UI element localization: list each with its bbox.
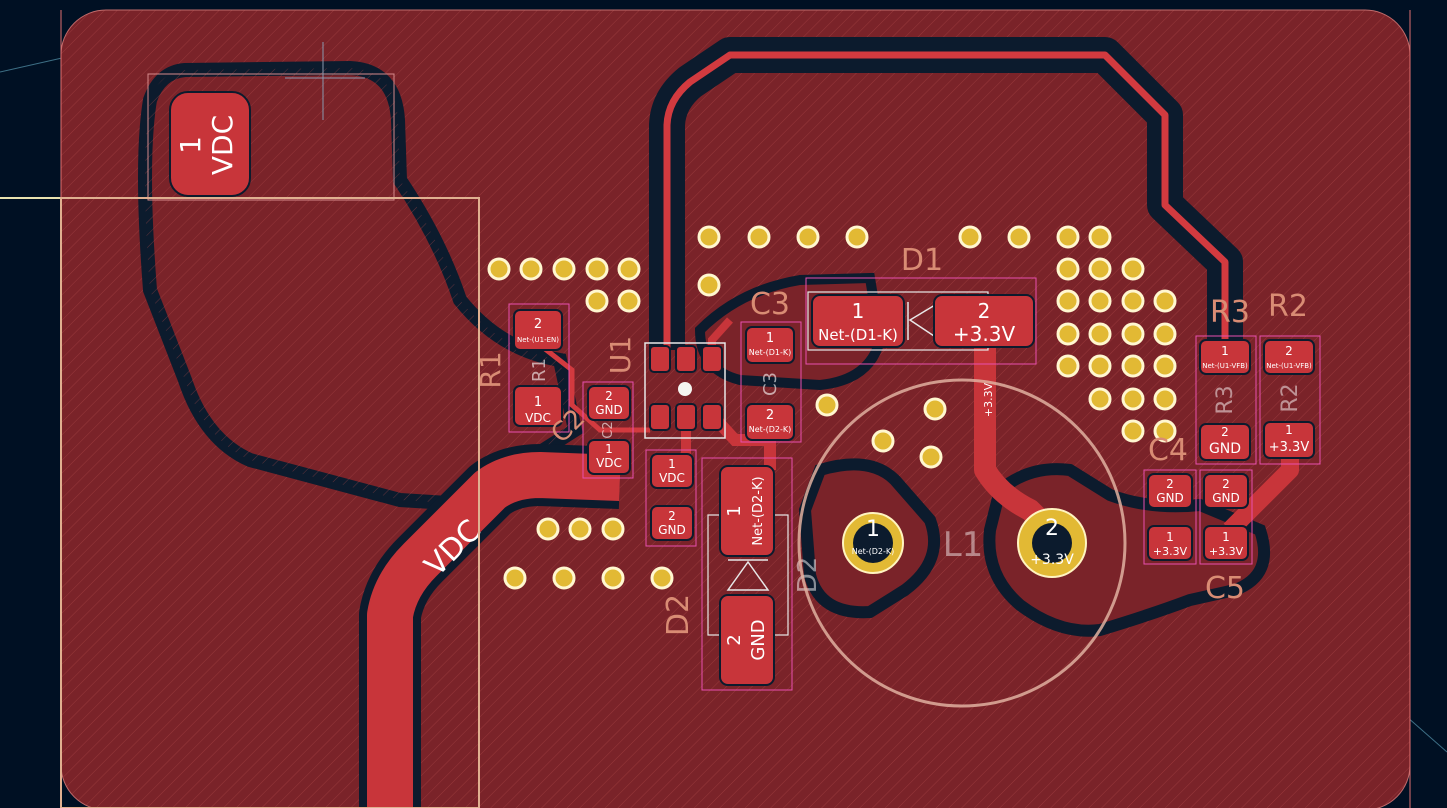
component-d2[interactable]: 1 Net-(D2-K) 2 GND D2 D2 — [661, 457, 823, 691]
d2-pad2-net: GND — [748, 619, 769, 660]
zone-vdc-hatch — [145, 68, 575, 505]
d1-pad2-net: +3.3V — [953, 322, 1016, 346]
c3-pad1-net: Net-(D1-K) — [749, 348, 792, 357]
c5-pad1-number: 1 — [1222, 530, 1230, 544]
pad-number: 1 — [174, 136, 207, 154]
c2-pad1-number: 1 — [605, 442, 613, 456]
r1-ref: R1 — [474, 351, 507, 388]
trace-label-33v: +3.3V — [982, 382, 995, 417]
c2-courtyard — [582, 381, 634, 479]
c5-courtyard — [1199, 469, 1253, 565]
c1-pad2-net: GND — [658, 523, 686, 537]
c3-pad2-net: Net-(D2-K) — [749, 425, 792, 434]
r1-courtyard — [508, 303, 570, 433]
r2-courtyard — [1259, 335, 1321, 465]
r3-courtyard — [1195, 335, 1257, 465]
c1-pad1-number: 1 — [668, 457, 676, 471]
component-c4[interactable]: 2 GND 1 +3.3V C4 — [1143, 433, 1197, 565]
d2-pad1-net: Net-(D2-K) — [751, 476, 766, 545]
component-l1[interactable]: 1 Net-(D2-K) 2 +3.3V L1 — [797, 378, 1127, 708]
r3-pad1-number: 1 — [1221, 344, 1229, 358]
d1-courtyard — [805, 277, 1037, 365]
r1-pad1-number: 1 — [534, 395, 542, 410]
d1-ref: D1 — [901, 243, 943, 278]
r3-pad2-number: 2 — [1221, 425, 1229, 439]
u1-ref: U1 — [604, 336, 637, 374]
r2-silk-label: R2 — [1278, 383, 1303, 412]
r3-pad2-net: GND — [1209, 441, 1241, 457]
c3-pad1-number: 1 — [766, 331, 774, 346]
c2-silk-label: C2 — [601, 421, 616, 438]
r3-pad1-net: Net-(U1-VFB) — [1202, 362, 1248, 370]
c4-pad2-net: GND — [1156, 491, 1184, 505]
component-u1[interactable]: U1 — [604, 336, 726, 439]
component-c1[interactable]: 1 VDC 2 GND — [645, 449, 697, 547]
l1-pad2-number: 2 — [1045, 516, 1059, 541]
u1-pin1-marker — [678, 382, 692, 396]
d1-pad1-number: 1 — [852, 299, 865, 323]
component-r1[interactable]: 2 Net-(U1-EN) 1 VDC R1 R1 — [474, 303, 570, 433]
l1-pad2-net: +3.3V — [1030, 552, 1074, 568]
c4-pad2-number: 2 — [1166, 477, 1174, 491]
r1-pad1-net: VDC — [525, 411, 551, 425]
trace-u1-en[interactable] — [538, 343, 650, 433]
d2-courtyard — [701, 457, 793, 691]
via-group — [487, 225, 1177, 590]
c5-ref: C5 — [1205, 571, 1245, 606]
l1-ref: L1 — [943, 525, 984, 565]
c4-courtyard — [1143, 469, 1197, 565]
r2-pad2-net: Net-(U1-VFB) — [1266, 362, 1312, 370]
l1-pad1-number: 1 — [866, 517, 880, 542]
c3-ref: C3 — [750, 287, 790, 322]
r2-pad2-number: 2 — [1285, 344, 1293, 358]
c4-pad1-net: +3.3V — [1153, 545, 1188, 558]
c5-pad2-net: GND — [1212, 491, 1240, 505]
r2-ref: R2 — [1268, 289, 1308, 324]
component-r3[interactable]: 1 Net-(U1-VFB) 2 GND R3 R3 — [1195, 295, 1257, 465]
l1-pad1-net: Net-(D2-K) — [852, 547, 895, 556]
trace-33v[interactable] — [974, 340, 1058, 538]
l1-outline — [797, 378, 1127, 708]
c4-pad1-number: 1 — [1166, 530, 1174, 544]
component-c5[interactable]: 2 GND 1 +3.3V C5 — [1199, 469, 1253, 606]
component-d1[interactable]: 1 Net-(D1-K) 2 +3.3V D1 — [805, 243, 1037, 365]
c5-pad2-number: 2 — [1222, 477, 1230, 491]
trace-feedback[interactable] — [663, 51, 1229, 355]
r3-silk-label: R3 — [1213, 385, 1238, 414]
r2-pad1-net: +3.3V — [1269, 440, 1310, 455]
c1-pad1-net: VDC — [659, 471, 685, 485]
c4-ref: C4 — [1148, 433, 1188, 468]
silk-outline-regulator — [60, 197, 480, 808]
r1-silk-label: R1 — [529, 358, 550, 382]
component-c3[interactable]: 1 Net-(D1-K) 2 Net-(D2-K) C3 C3 — [740, 287, 802, 443]
c2-pad1-net: VDC — [596, 456, 622, 470]
d2-pad2-number: 2 — [724, 634, 745, 645]
r3-ref: R3 — [1210, 295, 1250, 330]
d2-ref: D2 — [661, 594, 696, 636]
c3-courtyard — [740, 321, 802, 443]
c5-pad1-net: +3.3V — [1209, 545, 1244, 558]
c3-silk-label: C3 — [760, 372, 781, 396]
d2-silk-label: D2 — [793, 557, 823, 594]
c2-pad2-net: GND — [595, 403, 623, 417]
c3-pad2-number: 2 — [766, 408, 774, 423]
ratsnest-line — [0, 57, 63, 73]
d1-pad1-net: Net-(D1-K) — [818, 326, 898, 344]
c2-pad2-number: 2 — [605, 389, 613, 403]
courtyard-large-pad — [147, 73, 395, 201]
r1-pad2-number: 2 — [534, 317, 542, 332]
c1-courtyard — [645, 449, 697, 547]
d2-diode-symbol — [726, 559, 770, 591]
trace-vdc[interactable] — [367, 452, 621, 808]
r2-pad1-number: 1 — [1285, 423, 1293, 437]
r1-pad2-net: Net-(U1-EN) — [517, 336, 559, 344]
component-r2[interactable]: 2 Net-(U1-VFB) 1 +3.3V R2 R2 — [1259, 289, 1321, 465]
d2-pad1-number: 1 — [724, 505, 745, 516]
pad-net: VDC — [206, 115, 239, 175]
d1-pad2-number: 2 — [978, 299, 991, 323]
c1-pad2-number: 2 — [668, 509, 676, 523]
pad-large-vdc[interactable]: 1 VDC — [169, 91, 251, 197]
